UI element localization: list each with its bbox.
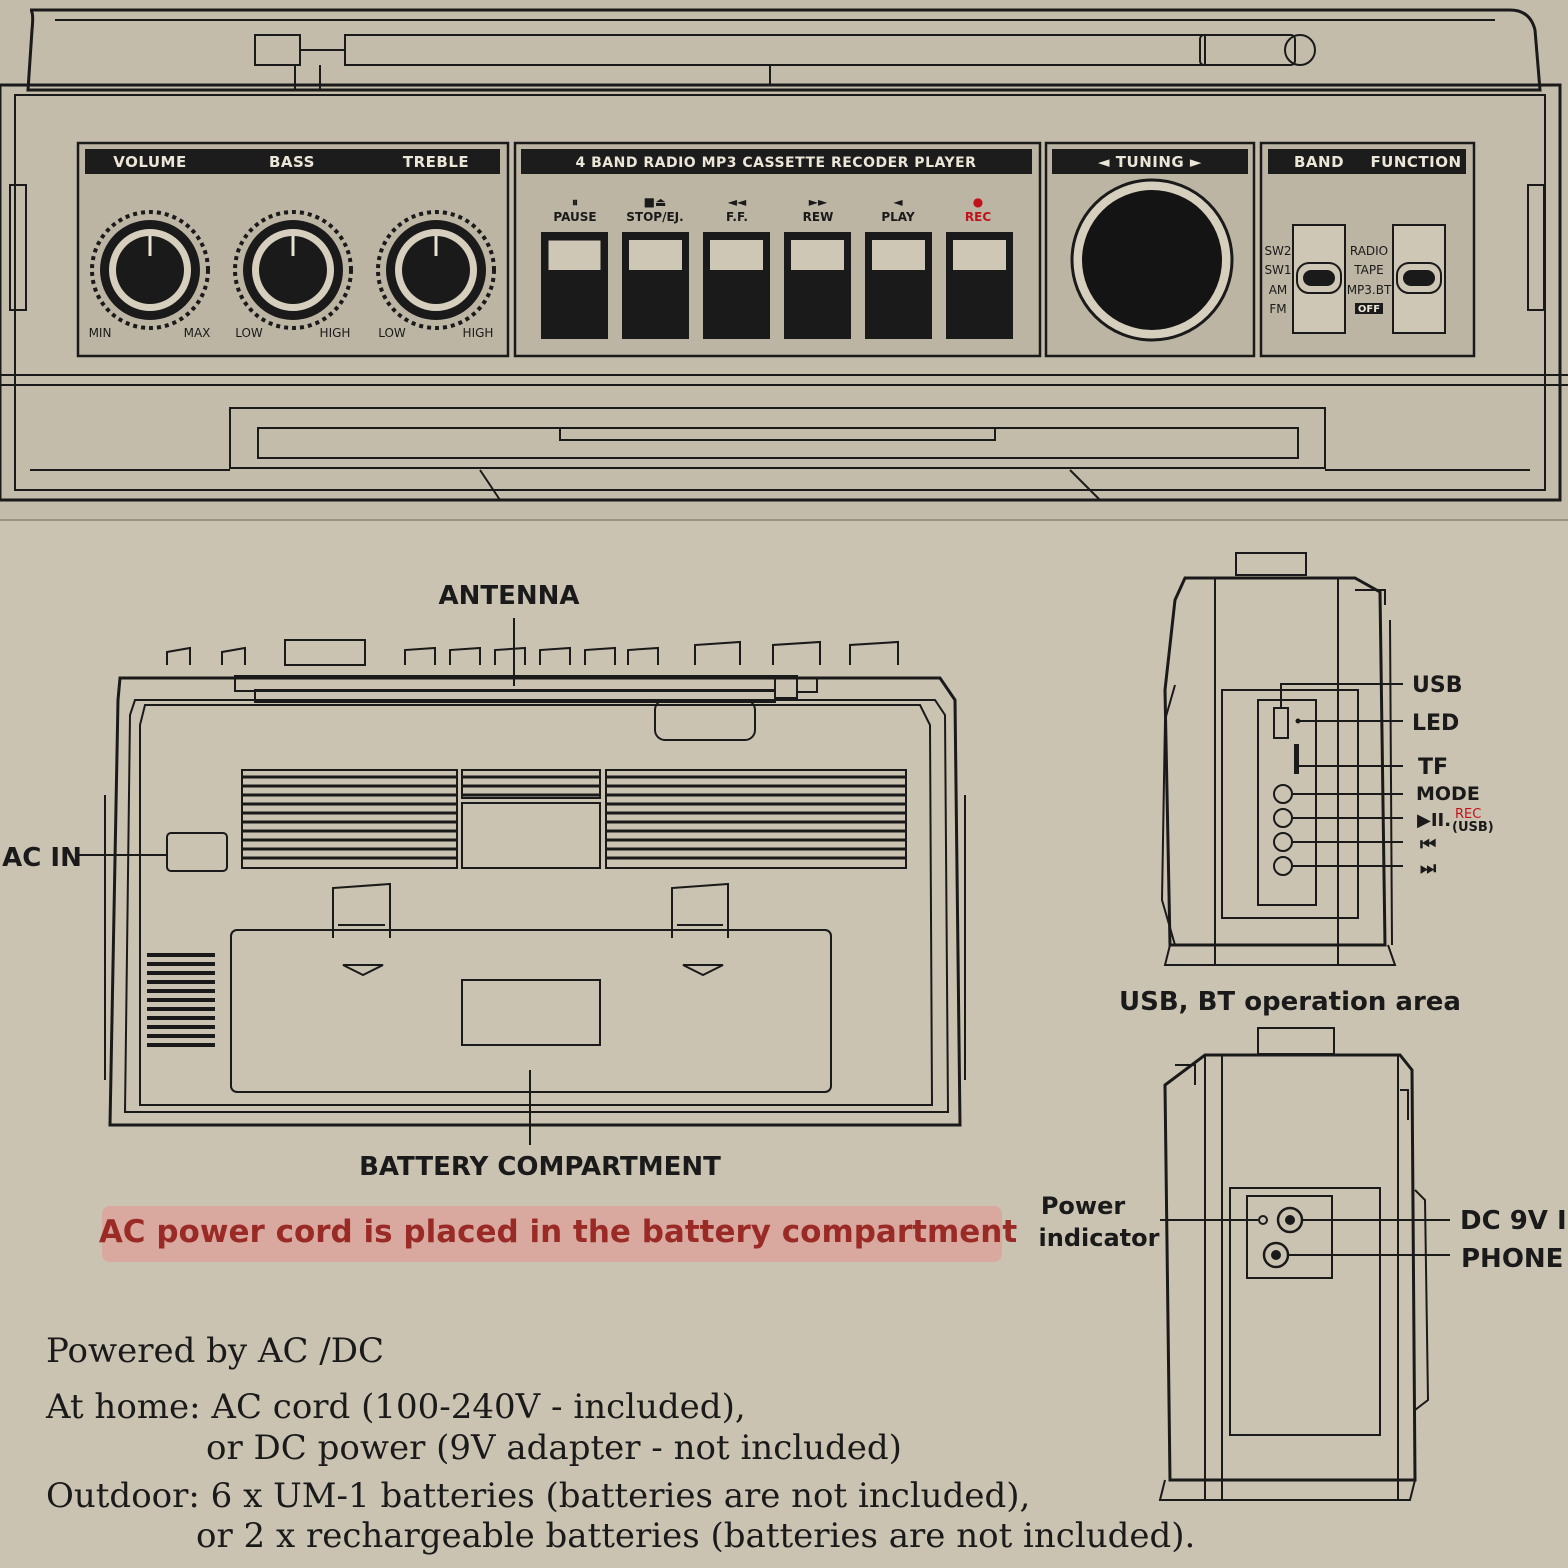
play-button[interactable] [865, 232, 932, 339]
rew-symbol: ►► [809, 195, 828, 209]
band-option-am: AM [1269, 283, 1288, 297]
led-label: LED [1412, 711, 1459, 736]
stop-eject-label: STOP/EJ. [626, 210, 683, 224]
home-line-2: or DC power (9V adapter - not included) [206, 1428, 902, 1468]
battery-compartment [230, 882, 832, 1093]
front-panel-view: VOLUME BASS TREBLE MIN MAX LOW HIGH [0, 0, 1568, 521]
power-notes: Powered by AC /DC At home: AC cord (100-… [45, 1331, 1195, 1556]
bass-low-label: LOW [235, 326, 263, 340]
tf-label: TF [1418, 755, 1448, 780]
note-highlight [102, 1206, 1002, 1262]
outdoor-line-1: Outdoor: 6 x UM-1 batteries (batteries a… [46, 1476, 1030, 1516]
next-label: ⏭ [1420, 858, 1437, 879]
previous-label: ⏮ [1420, 834, 1436, 855]
band-header: BAND [1294, 153, 1344, 171]
function-option-tape: TAPE [1353, 263, 1383, 277]
mode-button[interactable] [1273, 784, 1293, 804]
ac-in-label: AC IN [2, 843, 82, 873]
volume-knob[interactable] [90, 210, 210, 330]
rec-button[interactable] [946, 232, 1013, 339]
cassette-player-panel: 4 BAND RADIO MP3 CASSETTE RECODER PLAYER… [513, 141, 1042, 358]
rew-button[interactable] [784, 232, 851, 339]
treble-knob[interactable] [376, 210, 496, 330]
play-label: PLAY [881, 210, 915, 224]
usb-port [1273, 707, 1289, 739]
ff-label: F.F. [726, 210, 748, 224]
bass-high-label: HIGH [320, 326, 351, 340]
usb-label: USB [1412, 673, 1462, 698]
function-header: FUNCTION [1370, 153, 1461, 171]
tf-card-slot [1294, 744, 1299, 774]
band-option-sw1: SW1 [1264, 263, 1291, 277]
side-view-power: Power indicator DC 9V IN PHONE [1039, 1027, 1568, 1501]
function-option-mp3bt: MP3.BT [1347, 283, 1392, 297]
bass-header: BASS [269, 153, 315, 171]
treble-low-label: LOW [378, 326, 406, 340]
pause-label: PAUSE [553, 210, 596, 224]
band-option-fm: FM [1269, 302, 1286, 316]
power-indicator-label-line2: indicator [1039, 1224, 1160, 1252]
function-switch[interactable] [1392, 224, 1446, 334]
antenna-label: ANTENNA [438, 581, 579, 611]
tone-control-panel: VOLUME BASS TREBLE MIN MAX LOW HIGH [76, 141, 510, 358]
ac-cord-note: AC power cord is placed in the battery c… [99, 1214, 1018, 1250]
tuning-header: ◄ TUNING ► [1098, 153, 1202, 171]
tuning-panel: ◄ TUNING ► [1044, 141, 1256, 358]
phone-label: PHONE [1461, 1244, 1563, 1274]
outdoor-line-2: or 2 x rechargeable batteries (batteries… [196, 1516, 1195, 1556]
rec-label: REC [965, 210, 991, 224]
stop-eject-symbol: ■⏏ [644, 195, 667, 209]
band-function-panel: BAND FUNCTION SW2 SW1 AM FM RADIO TAPE M… [1259, 141, 1476, 358]
function-option-radio: RADIO [1350, 244, 1388, 258]
rec-symbol: ● [973, 195, 983, 209]
tuning-dial[interactable] [1070, 178, 1234, 342]
back-speaker-grille [147, 769, 907, 1047]
side-view-usb: USB LED TF MODE ▶II. REC (USB) ⏮ ⏭ USB, … [1119, 552, 1494, 1017]
power-notes-title: Powered by AC /DC [46, 1331, 384, 1371]
previous-button[interactable] [1273, 832, 1293, 852]
ff-button[interactable] [703, 232, 770, 339]
stop-eject-button[interactable] [622, 232, 689, 339]
battery-compartment-label: BATTERY COMPARTMENT [359, 1152, 721, 1182]
play-symbol: ◄ [893, 195, 903, 209]
power-indicator-led [1258, 1215, 1268, 1225]
next-button[interactable] [1273, 856, 1293, 876]
band-switch[interactable] [1292, 224, 1346, 334]
dc-in-label: DC 9V IN [1460, 1206, 1568, 1236]
power-indicator-label-line1: Power [1041, 1192, 1126, 1220]
ff-symbol: ◄◄ [728, 195, 747, 209]
ac-in-socket [166, 832, 228, 872]
bass-knob[interactable] [233, 210, 353, 330]
mode-label: MODE [1416, 783, 1480, 805]
band-option-sw2: SW2 [1264, 244, 1291, 258]
treble-header: TREBLE [403, 153, 469, 171]
play-pause-label: ▶II. [1417, 810, 1451, 831]
play-pause-rec-button[interactable] [1273, 808, 1293, 828]
volume-min-label: MIN [89, 326, 112, 340]
function-option-off: OFF [1358, 304, 1380, 315]
rew-label: REW [803, 210, 834, 224]
rec-usb-sub-label: (USB) [1452, 820, 1494, 835]
rec-usb-label: REC [1455, 807, 1481, 822]
pause-button[interactable] [541, 232, 608, 339]
usb-bt-caption: USB, BT operation area [1119, 987, 1461, 1017]
treble-high-label: HIGH [463, 326, 494, 340]
pause-symbol: ⏸ [572, 195, 578, 209]
volume-max-label: MAX [184, 326, 211, 340]
player-header: 4 BAND RADIO MP3 CASSETTE RECODER PLAYER [576, 155, 977, 171]
back-view: AC IN ANTENNA BATTERY COMPARTMENT AC pow… [2, 581, 1017, 1262]
volume-header: VOLUME [113, 153, 186, 171]
home-line-1: At home: AC cord (100-240V - included), [45, 1387, 746, 1427]
